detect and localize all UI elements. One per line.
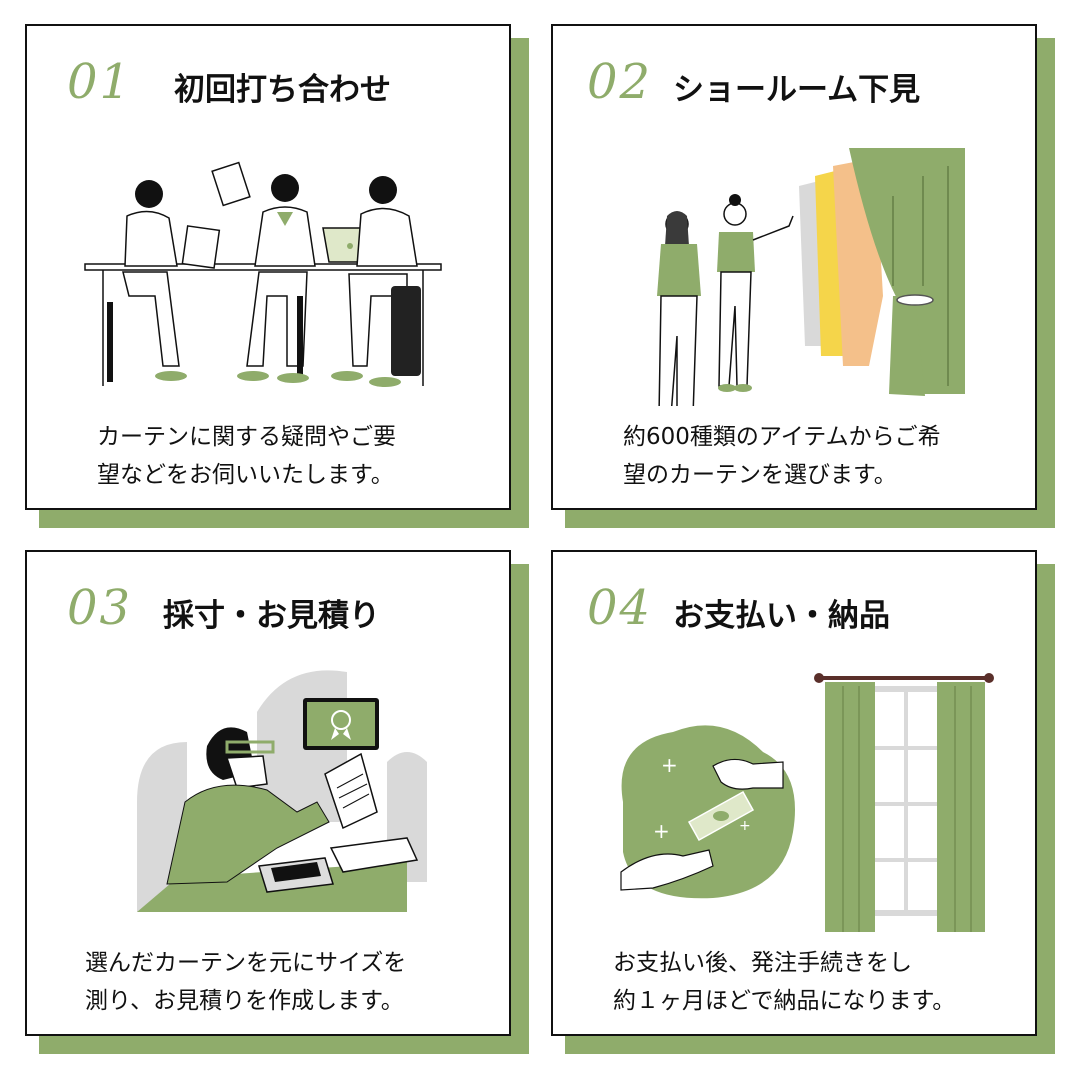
description-line: 約１ヶ月ほどで納品になります。	[613, 988, 956, 1014]
description-line: 望のカーテンを選びます。	[623, 462, 897, 488]
description-line: 測り、お見積りを作成します。	[85, 988, 404, 1014]
payment-delivery-illustration: + + +	[620, 673, 994, 932]
card-body: 03 採寸・お見積り 選んだ	[25, 550, 511, 1036]
svg-text:+: +	[739, 818, 751, 834]
step-title: お支払い・納品	[673, 598, 890, 634]
card-body: 04 お支払い・納品 + + +	[551, 550, 1037, 1036]
estimate-illustration	[137, 670, 427, 912]
step-number: 03	[67, 580, 133, 636]
description-line: お支払い後、発注手続きをし	[613, 950, 912, 976]
card-body: 01 初回打ち合わせ	[25, 24, 511, 510]
step-title: ショールーム下見	[673, 72, 921, 108]
card-body: 02 ショールーム下見	[551, 24, 1037, 510]
step-description: お支払い後、発注手続きをし 約１ヶ月ほどで納品になります。	[613, 944, 1033, 1020]
description-line: 望などをお伺いいたします。	[97, 462, 394, 488]
step-card-03: 03 採寸・お見積り 選んだ	[25, 550, 529, 1054]
showroom-illustration	[657, 148, 965, 406]
step-number: 02	[587, 54, 653, 110]
step-description: 選んだカーテンを元にサイズを 測り、お見積りを作成します。	[85, 944, 505, 1020]
step-description: カーテンに関する疑問やご要 望などをお伺いいたします。	[97, 418, 467, 494]
step-card-04: 04 お支払い・納品 + + +	[551, 550, 1055, 1054]
svg-text:+: +	[661, 753, 678, 777]
step-title: 初回打ち合わせ	[174, 72, 391, 108]
step-number: 04	[587, 580, 653, 636]
meeting-illustration	[84, 161, 442, 387]
step-card-01: 01 初回打ち合わせ	[25, 24, 529, 528]
step-description: 約600種類のアイテムからご希 望のカーテンを選びます。	[623, 418, 993, 494]
description-line: カーテンに関する疑問やご要	[97, 424, 396, 450]
step-title: 採寸・お見積り	[163, 598, 380, 634]
description-line: 選んだカーテンを元にサイズを	[85, 950, 407, 976]
step-card-02: 02 ショールーム下見	[551, 24, 1055, 528]
description-line: 約600種類のアイテムからご希	[623, 424, 941, 450]
svg-text:+: +	[653, 819, 670, 843]
step-number: 01	[67, 54, 133, 110]
